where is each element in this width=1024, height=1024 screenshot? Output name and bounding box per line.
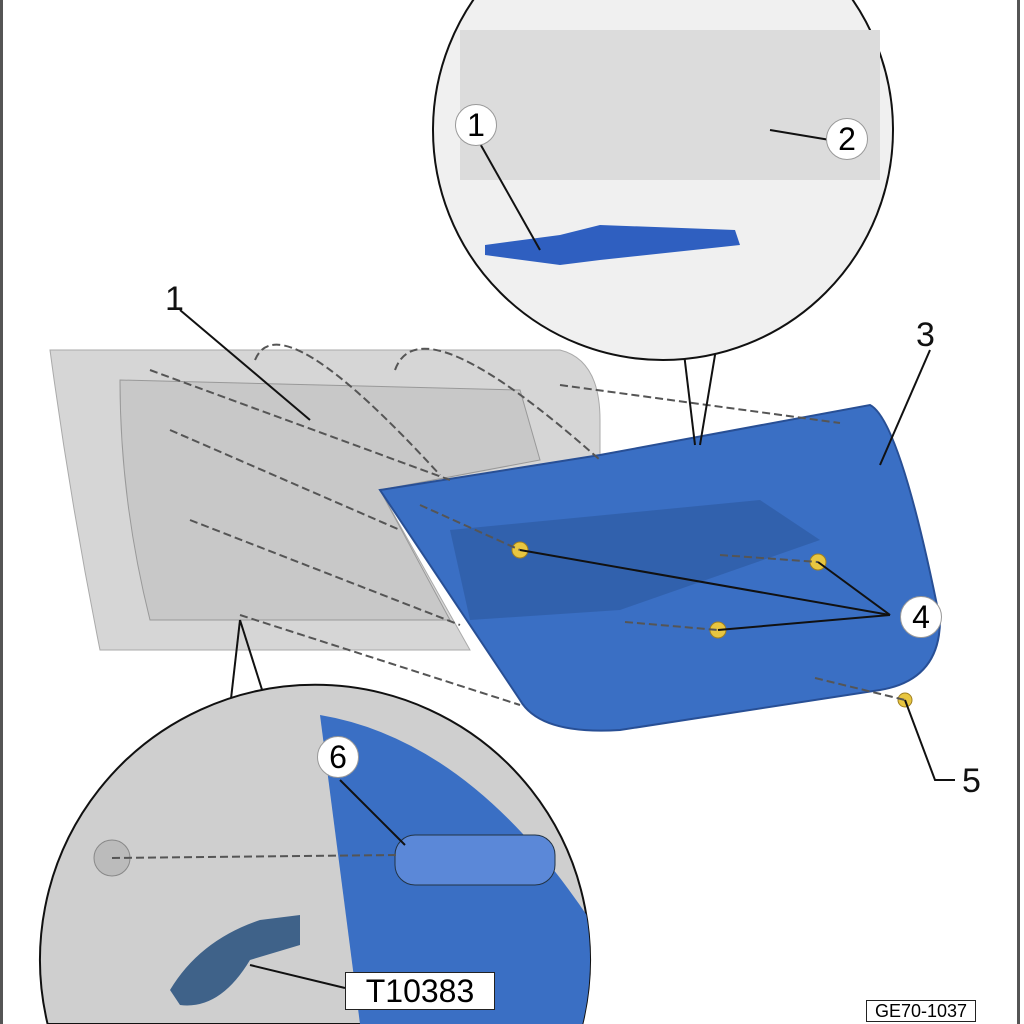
detail-bottom-content [93,715,590,1024]
detail-leaders-bottom [249,779,406,989]
callout-1: 1 [165,280,184,318]
callout-5: 5 [962,762,981,800]
guide-line-clip [111,854,401,859]
callout-3: 3 [916,316,935,354]
trim-clip [394,834,556,886]
callout-4: 4 [900,596,942,638]
latch-area [460,30,880,180]
release-tool-t10383 [170,915,300,1006]
door-handle-cable [485,225,740,265]
tool-label: T10383 [345,972,495,1010]
figure-code: GE70-1037 [866,1000,976,1022]
callout-1-detail: 1 [455,104,497,146]
callout-2: 2 [826,118,868,160]
armrest [450,500,820,620]
guide-lines [149,343,906,706]
detail-leaders-top [477,129,831,251]
callout-6: 6 [317,736,359,778]
